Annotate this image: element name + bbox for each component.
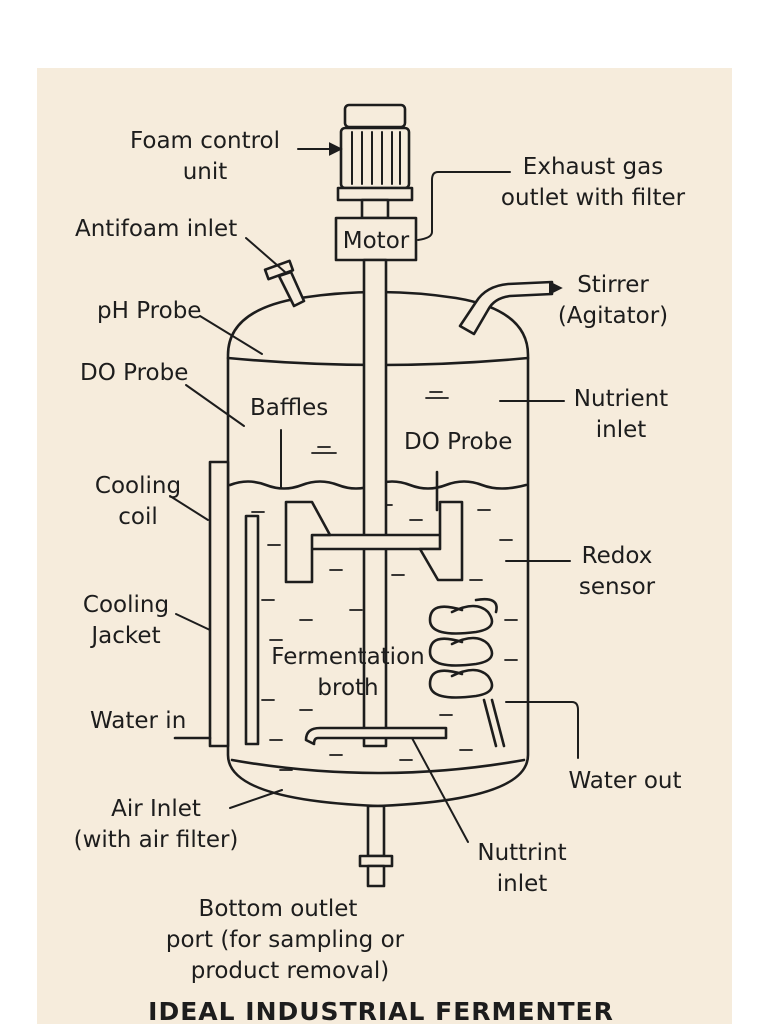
svg-text:Stirrer: Stirrer: [577, 272, 649, 298]
svg-text:Nuttrint: Nuttrint: [477, 840, 566, 866]
svg-text:Jacket: Jacket: [89, 623, 160, 649]
baffle: [244, 514, 260, 746]
svg-text:(Agitator): (Agitator): [558, 303, 668, 329]
svg-text:Nutrient: Nutrient: [574, 386, 668, 412]
cooling-jacket: [173, 460, 230, 748]
svg-text:Fermentation: Fermentation: [271, 644, 424, 670]
svg-text:inlet: inlet: [596, 417, 647, 443]
svg-text:coil: coil: [118, 504, 158, 530]
label-do-probe-inner: DO Probe: [404, 429, 512, 455]
svg-text:sensor: sensor: [579, 574, 656, 600]
label-fermentation-broth: Fermentation broth: [271, 644, 424, 701]
label-antifoam-inlet: Antifoam inlet: [75, 216, 237, 242]
lower-impeller: [304, 726, 448, 746]
svg-text:inlet: inlet: [497, 871, 548, 897]
upper-impeller: [284, 500, 464, 584]
label-cooling-coil: Cooling coil: [95, 473, 181, 530]
label-stirrer: Stirrer (Agitator): [558, 272, 668, 329]
label-foam-control-unit: Foam control unit: [130, 128, 280, 185]
svg-text:outlet with filter: outlet with filter: [501, 185, 686, 211]
label-air-inlet: Air Inlet (with air filter): [74, 796, 239, 853]
label-ph-probe: pH Probe: [97, 298, 201, 324]
motor-box: [334, 216, 418, 262]
svg-text:Cooling: Cooling: [95, 473, 181, 499]
svg-text:Foam control: Foam control: [130, 128, 280, 154]
vessel-bottom-seam: [230, 758, 526, 775]
label-bottom-outlet: Bottom outlet port (for sampling or prod…: [166, 896, 405, 984]
label-redox-sensor: Redox sensor: [579, 543, 656, 600]
svg-text:port (for sampling or: port (for sampling or: [166, 927, 405, 953]
broth-texture: [251, 391, 518, 771]
svg-text:Bottom outlet: Bottom outlet: [199, 896, 358, 922]
bottom-outlet-pipe: [358, 804, 394, 888]
agitator-shaft: [362, 258, 388, 748]
svg-text:unit: unit: [183, 159, 228, 185]
label-do-probe-left: DO Probe: [80, 360, 188, 386]
label-nutrient-inlet-bottom: Nuttrint inlet: [477, 840, 566, 897]
foam-control-unit: [336, 103, 414, 220]
svg-text:product removal): product removal): [191, 958, 389, 984]
label-motor: Motor: [343, 228, 410, 254]
leader-lines: [169, 142, 579, 843]
svg-text:broth: broth: [317, 675, 378, 701]
svg-text:Air Inlet: Air Inlet: [111, 796, 201, 822]
svg-text:(with air filter): (with air filter): [74, 827, 239, 853]
antifoam-inlet-pipe: [263, 259, 306, 308]
svg-text:Cooling: Cooling: [83, 592, 169, 618]
label-cooling-jacket: Cooling Jacket: [83, 592, 169, 649]
label-nutrient-inlet-top: Nutrient inlet: [574, 386, 668, 443]
label-baffles: Baffles: [250, 395, 328, 421]
svg-text:Redox: Redox: [582, 543, 653, 569]
label-water-in: Water in: [90, 708, 186, 734]
diagram-title: IDEAL INDUSTRIAL FERMENTER: [148, 997, 614, 1024]
svg-text:Exhaust gas: Exhaust gas: [523, 154, 663, 180]
label-water-out: Water out: [569, 768, 682, 794]
label-exhaust-gas-outlet: Exhaust gas outlet with filter: [501, 154, 686, 211]
cooling-coil: [428, 597, 506, 748]
